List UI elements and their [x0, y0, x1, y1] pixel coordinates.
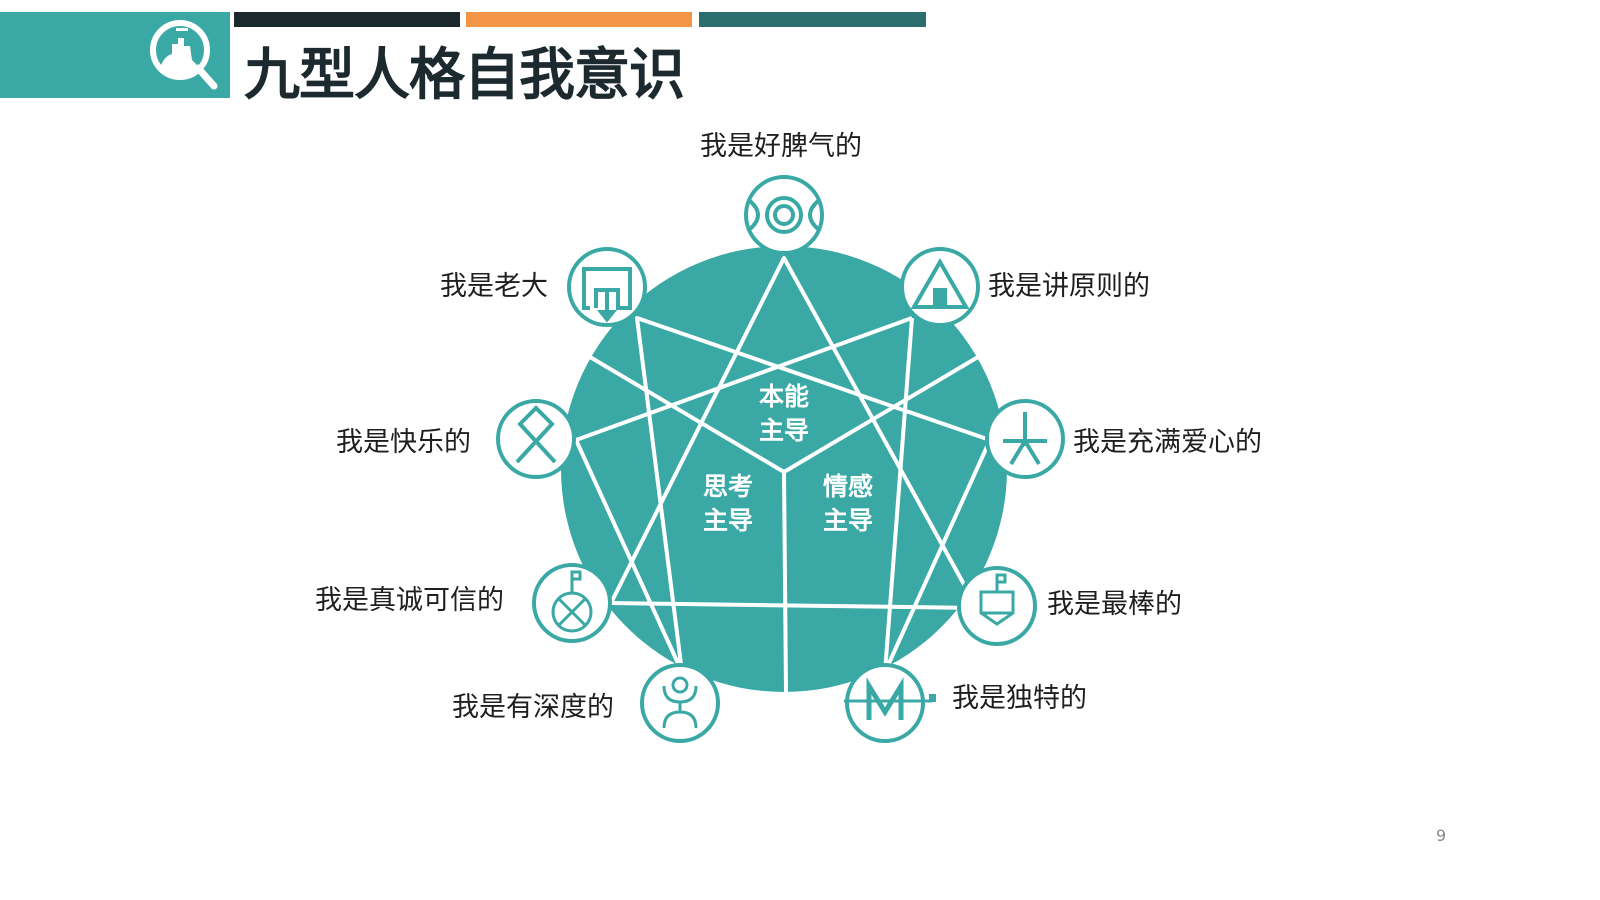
center-label-instinct: 本能 主导	[758, 382, 809, 445]
node-circle-6	[532, 563, 612, 643]
accent-bar-orange	[466, 12, 692, 27]
node-label-6: 我是真诚可信的	[315, 585, 504, 616]
triangle-lines	[609, 256, 979, 610]
flag-crossed-circle-icon	[551, 570, 593, 633]
stick-figure-icon	[662, 676, 698, 729]
m-line-icon	[844, 677, 936, 720]
node-label-1: 我是讲原则的	[988, 271, 1150, 302]
tripod-cross-icon	[1003, 412, 1047, 466]
page-number: 9	[1436, 826, 1447, 845]
node-circle-9	[744, 175, 824, 255]
center-label-feeling: 情感 主导	[822, 472, 873, 535]
node-label-4: 我是独特的	[952, 683, 1087, 714]
maze-arrow-icon	[582, 267, 632, 323]
node-label-2: 我是充满爱心的	[1073, 427, 1262, 458]
center-label-thinking: 思考 主导	[702, 472, 753, 535]
accent-bar-teal	[699, 12, 926, 27]
node-label-8: 我是老大	[440, 271, 548, 302]
enneagram-circle	[561, 246, 1007, 692]
node-circle-3	[957, 566, 1037, 646]
page-title: 九型人格自我意识	[244, 43, 685, 108]
node-label-7: 我是快乐的	[336, 427, 471, 458]
node-label-9: 我是好脾气的	[700, 131, 862, 162]
othala-rune-icon	[515, 405, 557, 464]
triangle-house-icon	[910, 258, 970, 309]
node-label-5: 我是有深度的	[452, 692, 614, 723]
node-circle-4	[845, 663, 925, 743]
double-crescent-circle-icon	[748, 196, 820, 234]
flag-shield-icon	[979, 573, 1015, 626]
node-label-3: 我是最棒的	[1047, 589, 1182, 620]
magnifier-with-person-icon	[150, 20, 218, 90]
accent-bar-dark	[234, 12, 460, 27]
